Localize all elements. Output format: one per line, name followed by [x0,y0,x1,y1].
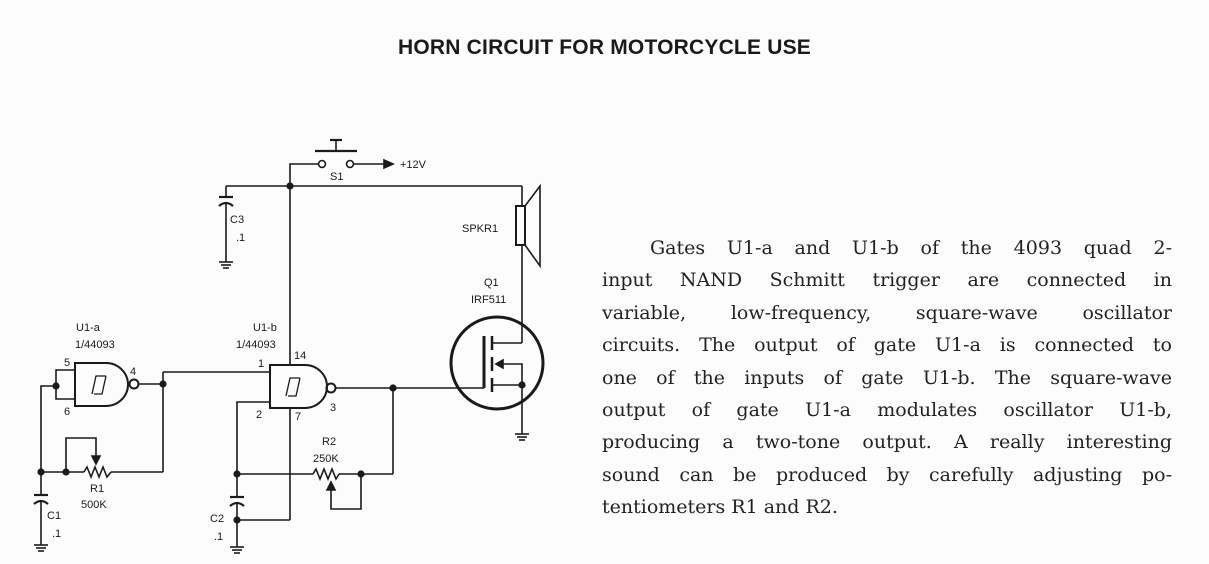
description-line: variable, low-frequency, square-wave osc… [602,301,1172,324]
r1-value: 500K [81,499,107,511]
switch-s1 [289,138,357,186]
c3-value: .1 [236,232,245,244]
description-line: Gates U1-a and U1-b of the 4093 quad 2- [650,237,1172,259]
description-line: tentiometers R1 and R2. [602,496,838,519]
c2-label: C2 [210,513,224,525]
description-line: input NAND Schmitt trigger are connected… [602,269,1172,292]
description-line: output of gate U1-a modulates oscillator… [602,398,1172,421]
u1a-label: U1-a [76,322,101,334]
capacitor-c2 [229,495,290,547]
u1a-pin-4: 4 [130,366,136,378]
c1-value: .1 [52,528,61,540]
ground-icon [219,261,233,269]
potentiometer-r1 [41,437,163,480]
supply-label: +12V [400,159,427,171]
circuit-description: Gates U1-a and U1-b of the 4093 quad 2- … [602,232,1172,524]
c2-value: .1 [214,531,223,543]
u1b-pin-2: 2 [256,409,262,421]
ground-icon [230,546,244,554]
description-line: one of the inputs of gate U1-b. The squa… [602,366,1172,389]
speaker-label: SPKR1 [462,223,498,235]
r2-value: 250K [313,453,339,465]
description-line: sound can be produced by carefully adjus… [602,463,1172,486]
description-line: producing a two-tone output. A really in… [602,431,1172,454]
nand-gate-u1a [74,362,140,407]
speaker-icon [515,183,541,343]
u1b-part: 1/44093 [236,339,276,351]
mosfet-q1 [449,315,545,434]
c1-label: C1 [47,510,61,522]
capacitor-c1 [33,493,49,545]
capacitor-c3 [218,186,234,262]
u1b-pin-1: 1 [258,358,264,370]
ground-icon [515,433,529,441]
u1b-pin-14: 14 [294,350,306,362]
c3-label: C3 [230,214,244,226]
u1a-part: 1/44093 [75,339,115,351]
q1-label: Q1 [484,277,499,289]
q1-part: IRF511 [471,294,506,306]
supply-arrow-icon [354,158,395,170]
page-title: HORN CIRCUIT FOR MOTORCYCLE USE [398,36,811,59]
u1b-label: U1-b [253,322,277,334]
description-line: circuits. The output of gate U1-a is con… [602,334,1172,357]
u1a-pin-6: 6 [64,406,70,418]
potentiometer-r2 [237,466,393,510]
u1a-pin-5: 5 [64,357,70,369]
u1b-pin-7: 7 [295,411,301,423]
circuit-schematic: +12V S1 C3 .1 SPKR1 Q1 IRF511 U1-a 1/440… [33,138,545,554]
switch-label: S1 [330,171,343,183]
nand-gate-u1b [269,364,337,409]
r2-label: R2 [322,436,336,448]
r1-label: R1 [90,483,104,495]
u1b-pin-3: 3 [330,402,336,414]
ground-icon [34,544,48,552]
